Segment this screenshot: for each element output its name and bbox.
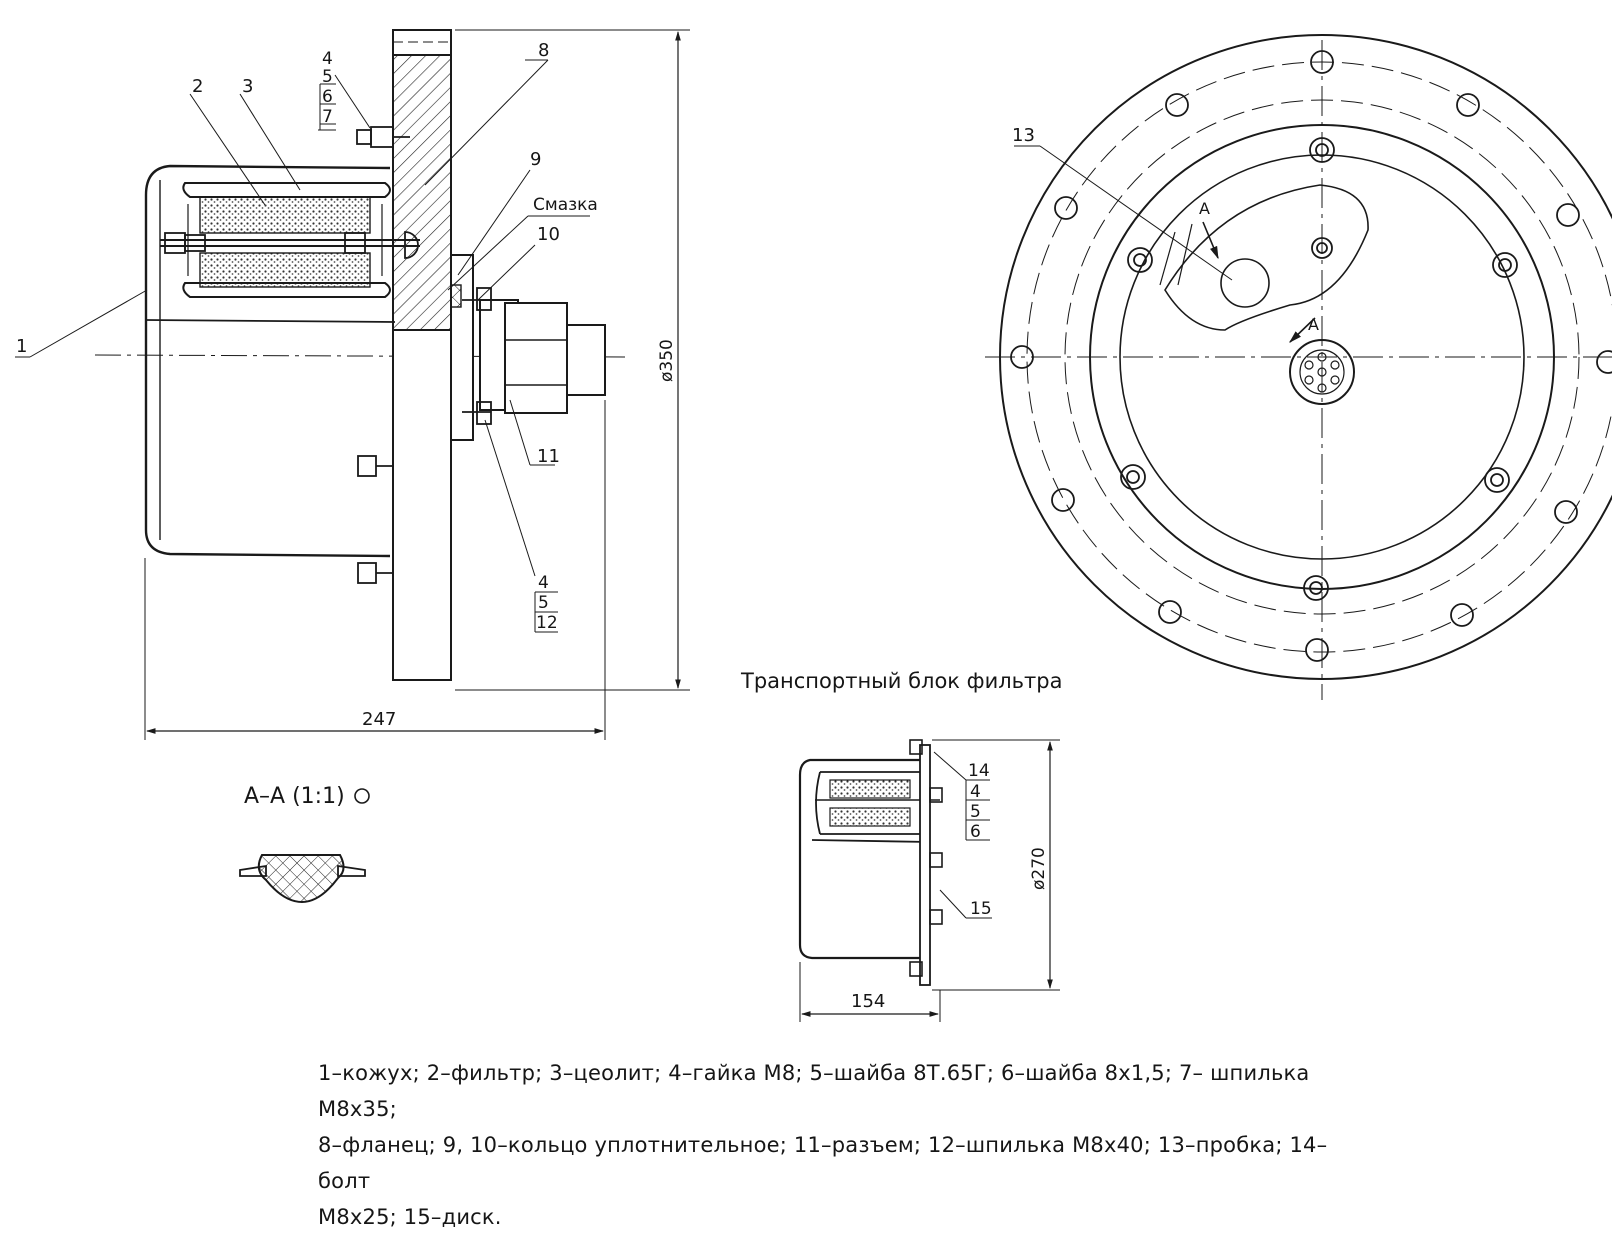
callout-1: 1 <box>16 336 27 357</box>
callout-9: 9 <box>530 149 541 170</box>
callout-13: 13 <box>1012 125 1035 146</box>
callout-2: 2 <box>192 76 203 97</box>
main-side-view: 1 2 3 4 5 6 7 8 9 Смазка 10 11 4 5 12 ø3… <box>15 29 690 740</box>
technical-drawing: 1 2 3 4 5 6 7 8 9 Смазка 10 11 4 5 12 ø3… <box>15 29 1612 1022</box>
parts-legend-line-2: 8–фланец; 9, 10–кольцо уплотнительное; 1… <box>318 1133 1328 1193</box>
callout-3: 3 <box>242 76 253 97</box>
callout-4-top: 4 <box>322 49 333 69</box>
transport-block-view: Транспортный блок фильтра ø270 154 14 <box>740 669 1063 1022</box>
callout-4-bottom: 4 <box>538 573 549 593</box>
parts-legend: 1–кожух; 2–фильтр; 3–цеолит; 4–гайка М8;… <box>318 1055 1378 1235</box>
inner-bolts <box>1120 137 1518 601</box>
front-view: 13 A A <box>985 34 1612 700</box>
callout-5-bottom: 5 <box>538 593 549 613</box>
dim-length-154: 154 <box>851 991 885 1012</box>
callout-11: 11 <box>537 446 560 467</box>
parts-legend-line-3: М8х25; 15–диск. <box>318 1205 502 1229</box>
callout-5-top: 5 <box>322 67 333 87</box>
callout-10: 10 <box>537 224 560 245</box>
outer-bolt-holes <box>1010 50 1612 662</box>
section-mark-a-bottom: A <box>1308 315 1319 334</box>
dim-diameter-350: ø350 <box>657 339 677 382</box>
callout-12: 12 <box>536 613 558 633</box>
section-profile <box>257 854 345 904</box>
tb-callout-6: 6 <box>970 822 981 842</box>
grease-note: Смазка <box>533 195 598 215</box>
tb-callout-15: 15 <box>970 899 992 919</box>
callout-8: 8 <box>538 40 549 61</box>
callout-7-top: 7 <box>322 107 333 127</box>
callout-6-top: 6 <box>322 87 333 107</box>
center-connector <box>1289 339 1355 405</box>
plug-13 <box>1220 258 1270 308</box>
section-a-a: A–A (1:1) <box>239 784 370 904</box>
zeolite-upper <box>199 196 371 234</box>
dim-length-247: 247 <box>362 709 396 730</box>
tb-callout-4: 4 <box>970 782 981 802</box>
flange-studs <box>356 126 492 584</box>
transport-block-title: Транспортный блок фильтра <box>740 669 1063 693</box>
housing-body <box>144 164 391 558</box>
tb-callout-5: 5 <box>970 802 981 822</box>
section-title: A–A (1:1) <box>244 784 345 809</box>
tb-callout-14: 14 <box>968 761 990 781</box>
parts-legend-line-1: 1–кожух; 2–фильтр; 3–цеолит; 4–гайка М8;… <box>318 1061 1310 1121</box>
zeolite-lower <box>199 252 371 288</box>
dim-diameter-270: ø270 <box>1029 847 1049 890</box>
flange-hatched <box>392 54 452 331</box>
section-mark-a-top: A <box>1199 199 1210 218</box>
